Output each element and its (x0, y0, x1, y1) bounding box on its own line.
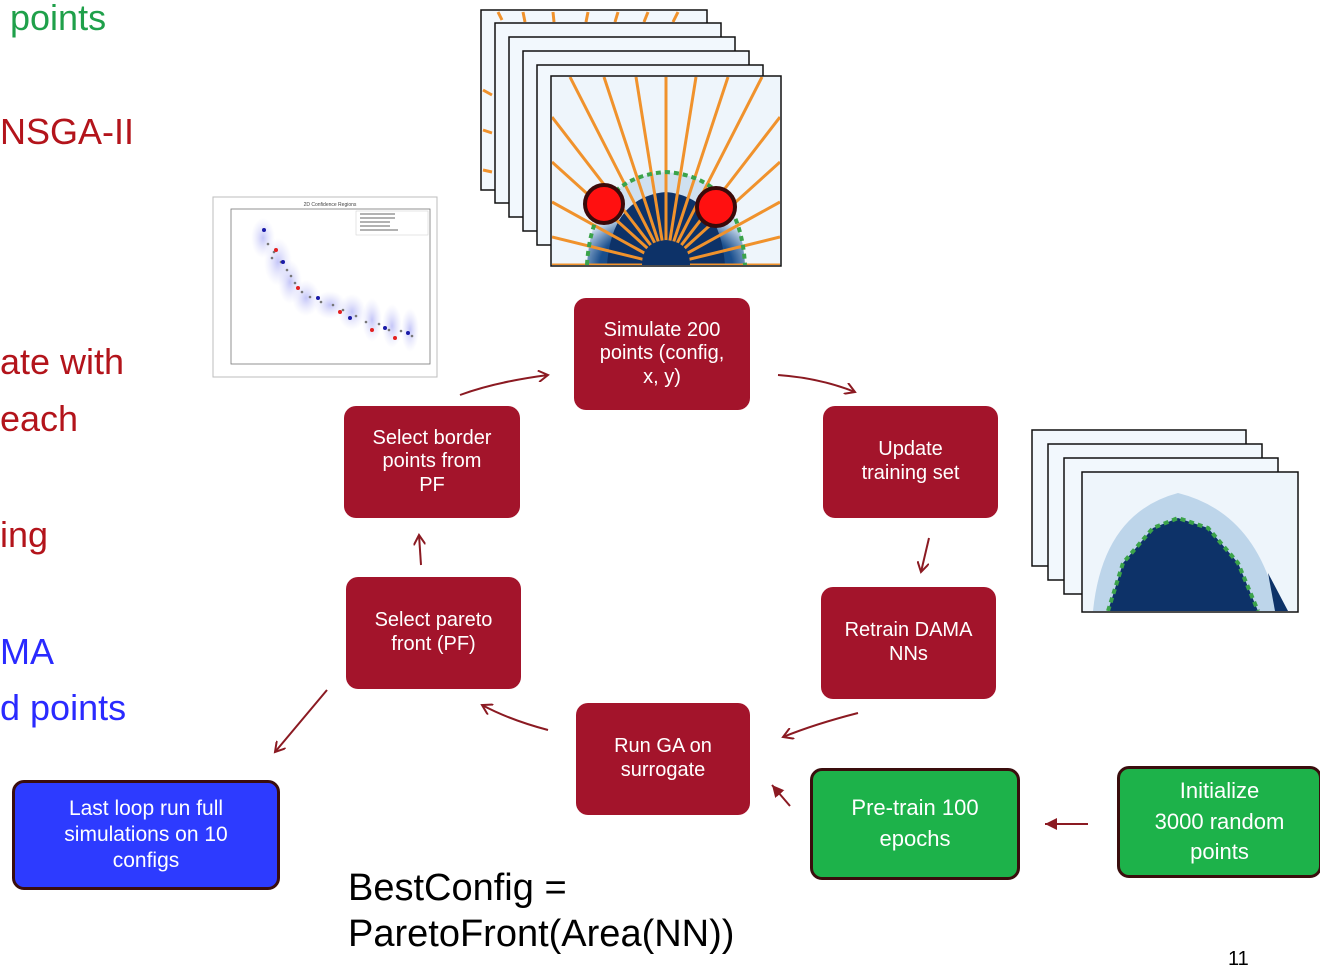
arrow-run-ga-to-pareto (482, 705, 549, 731)
arrow-update-to-retrain (921, 537, 930, 572)
scatter-plot-title: 2D Confidence Regions (304, 202, 357, 208)
text-fragment-ma: MA (0, 631, 54, 672)
text-fragment-ing: ing (0, 514, 49, 555)
arrow-pareto-to-border (419, 535, 421, 566)
text-fragment-nsga: NSGA-II (0, 111, 135, 152)
arrow-simulate-to-update (777, 374, 855, 392)
text-fragment-ate-with: ate with (0, 341, 125, 382)
arrow-retrain-to-run-ga (783, 712, 859, 737)
text-fragment-each: each (0, 398, 79, 439)
arrow-pretrain-to-run-ga (771, 784, 791, 807)
arrow-border-to-simulate (459, 375, 548, 396)
heatmap-stack-top (480, 9, 782, 267)
best-config-formula: BestConfig = ParetoFront(Area(NN)) (348, 867, 735, 956)
text-fragment-d-points: d points (0, 687, 127, 728)
text-fragment-points: points (10, 0, 107, 38)
page-number: 11 (1228, 948, 1249, 970)
arrow-pareto-to-last-loop (275, 689, 328, 752)
heatmap-stack-right (1031, 429, 1299, 613)
